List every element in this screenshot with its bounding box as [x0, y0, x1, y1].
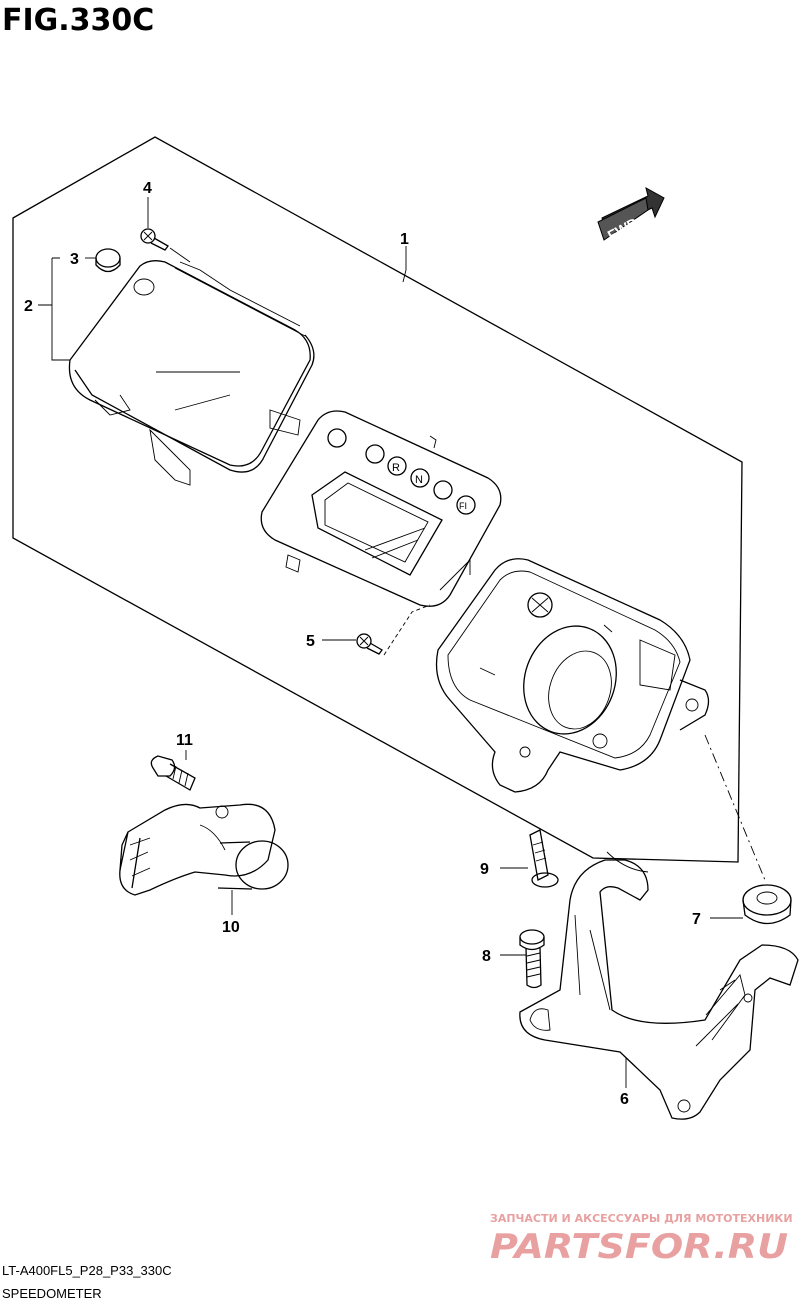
callout-4: 4	[143, 180, 152, 197]
watermark: ЗАПЧАСТИ И АКСЕССУАРЫ ДЛЯ МОТОТЕХНИКИ PA…	[490, 1212, 793, 1267]
callout-3: 3	[70, 251, 79, 268]
indicator-r: R	[392, 462, 400, 474]
watermark-brand: PARTSFOR.RU	[490, 1227, 788, 1267]
assembly-line-7	[704, 734, 766, 881]
callout-7: 7	[692, 911, 701, 928]
meter-bracket	[519, 851, 799, 1120]
speed-sensor	[119, 803, 289, 896]
assembly-outline	[12, 136, 743, 863]
fwd-arrow: FWD	[597, 187, 665, 243]
callout-8: 8	[482, 948, 491, 965]
meter-cover	[68, 260, 315, 486]
sensor-bolt	[150, 755, 196, 791]
leader-lines	[38, 197, 743, 1088]
callout-2: 2	[24, 298, 33, 315]
figure-title: FIG.330C	[2, 3, 154, 38]
footer-section: SPEEDOMETER	[2, 1286, 102, 1301]
tapping-screw	[529, 829, 559, 888]
indicator-fi: FI	[459, 501, 467, 511]
callout-1: 1	[400, 231, 409, 248]
callout-9: 9	[480, 861, 489, 878]
watermark-tagline: ЗАПЧАСТИ И АКСЕССУАРЫ ДЛЯ МОТОТЕХНИКИ	[490, 1212, 793, 1225]
screw-bottom	[356, 604, 431, 656]
meter-display: R N FI	[260, 410, 502, 607]
footer-model-code: LT-A400FL5_P28_P33_330C	[2, 1263, 172, 1278]
screw-top	[140, 228, 191, 263]
callout-10: 10	[222, 919, 240, 936]
callout-11: 11	[176, 732, 193, 749]
callout-5: 5	[306, 633, 315, 650]
indicator-n: N	[415, 474, 423, 486]
cap	[95, 248, 121, 273]
grommet	[742, 884, 792, 925]
bolt	[519, 929, 545, 989]
meter-case	[435, 558, 710, 793]
callout-6: 6	[620, 1091, 629, 1108]
